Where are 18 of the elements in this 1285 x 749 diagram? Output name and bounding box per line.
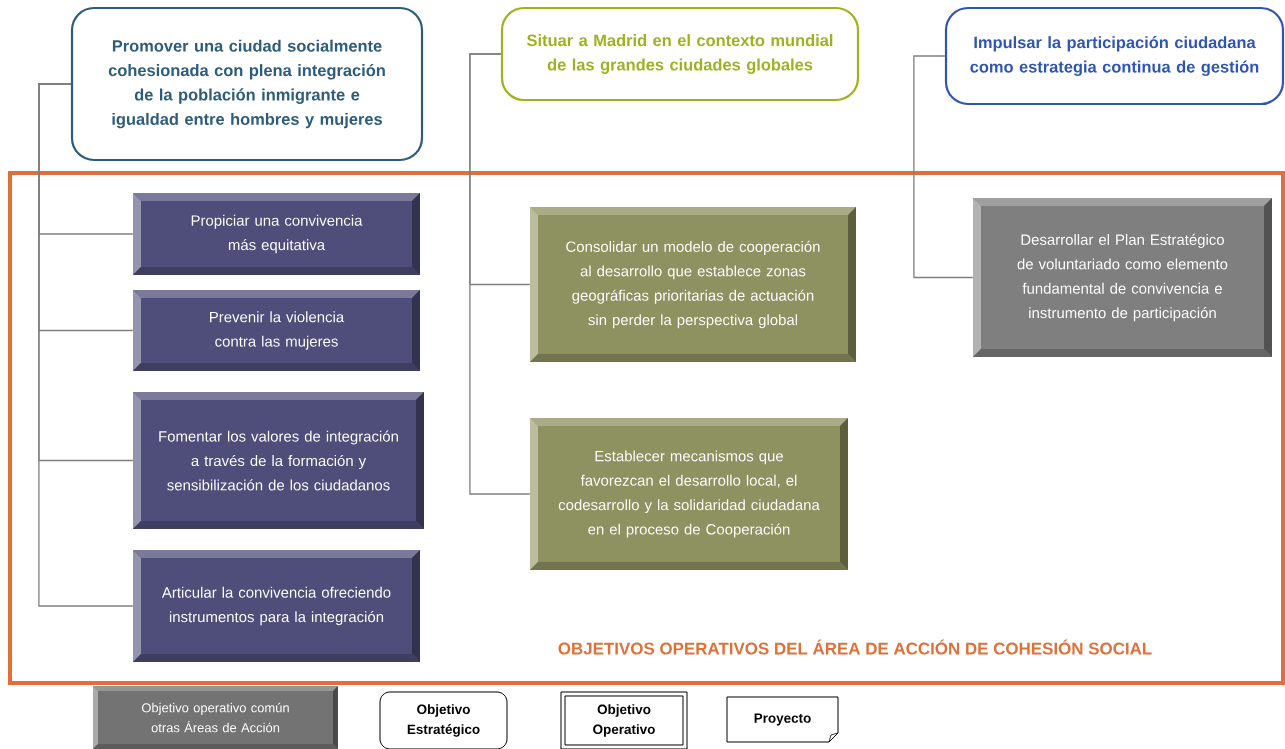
connector-line — [38, 83, 134, 607]
strategic-objective-box: Situar a Madrid en el contexto mundial de las grandes ciudades globales — [500, 6, 860, 102]
operative-objective-box: Fomentar los valores de integración a través de la formación y sensibilización de los ciudadanos — [133, 392, 424, 529]
operative-objective-box: Desarrollar el Plan Estratégico de voluntariado como elemento fundamental de convivencia e instrumento de participación — [973, 198, 1272, 357]
operative-objective-box: Establecer mecanismos que favorezcan el desarrollo local, el codesarrollo y la solidaridad ciudadana en el proceso de Cooperación — [530, 418, 848, 570]
operative-objective-box: Prevenir la violencia contra las mujeres — [133, 290, 420, 371]
strategic-objective-box: Impulsar la participación ciudadana como estrategia continua de gestión — [944, 6, 1285, 106]
legend-box: Objetivo Estratégico — [379, 691, 508, 749]
legend-box: Proyecto — [726, 696, 839, 743]
connector-line — [469, 53, 531, 495]
legend-box: Objetivo operativo común otras Áreas de Acción — [93, 686, 338, 749]
operative-objective-box: Consolidar un modelo de cooperación al desarrollo que establece zonas geográficas prioritarias de actuación sin perder la perspectiva global — [530, 207, 856, 362]
section-title: OBJETIVOS OPERATIVOS DEL ÁREA DE ACCIÓN DE COHESIÓN SOCIAL — [558, 639, 1152, 655]
operative-objective-box: Propiciar una convivencia más equitativa — [133, 193, 420, 275]
legend-box: Objetivo Operativo — [560, 691, 688, 749]
connector-line — [913, 55, 974, 279]
operative-objective-box: Articular la convivencia ofreciendo instrumentos para la integración — [133, 550, 420, 662]
strategic-objective-box: Promover una ciudad socialmente cohesionada con plena integración de la población inmigrante e igualdad entre hombres y mujeres — [70, 6, 424, 162]
